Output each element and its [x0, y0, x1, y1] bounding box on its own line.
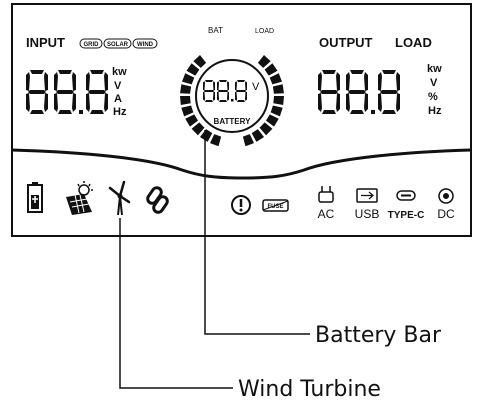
- source-wind-label: WIND: [137, 42, 154, 48]
- ac-port-label: AC: [318, 207, 335, 221]
- input-unit-hz: Hz: [113, 106, 127, 118]
- ring-load-label: LOAD: [255, 28, 274, 35]
- output-unit-kw: kw: [427, 63, 442, 75]
- link-chain-icon: [146, 186, 169, 214]
- output-units: kw V % Hz: [427, 63, 442, 117]
- battery-bar-segment-left: [199, 129, 213, 142]
- panel-divider: [11, 148, 472, 180]
- battery-voltage-digits: [203, 80, 247, 102]
- load-bar-segment-right: [242, 134, 254, 147]
- battery-bar-callout: Battery Bar: [315, 323, 442, 348]
- wind-turbine-callout: Wind Turbine: [238, 377, 381, 402]
- output-unit-percent: %: [428, 91, 438, 103]
- battery-bar-segment-left: [181, 105, 194, 117]
- fuse-label: FUSE: [267, 204, 283, 210]
- output-unit-hz: Hz: [428, 105, 442, 117]
- input-unit-v: V: [114, 80, 122, 92]
- ring-inner-circle: [195, 59, 269, 133]
- load-bar-segment-right: [264, 63, 278, 76]
- battery-bar-segment-left: [191, 122, 205, 136]
- ring-bat-label: BAT: [208, 26, 223, 35]
- battery-bar-segment-left: [180, 84, 192, 94]
- load-bar-segment-right: [257, 55, 271, 68]
- load-bar-segment-right: [273, 96, 284, 106]
- load-bar-segment-right: [269, 73, 282, 85]
- output-unit-v: V: [430, 77, 438, 89]
- battery-bar-ring: [180, 55, 284, 147]
- load-bar-segment-right: [259, 122, 273, 136]
- load-bar-segment-right: [251, 129, 265, 142]
- lcd-frame: [11, 3, 472, 237]
- battery-charge-icon: [27, 182, 43, 213]
- solar-panel-icon: [66, 181, 93, 215]
- source-grid-label: GRID: [84, 42, 100, 48]
- battery-label: BATTERY: [214, 117, 252, 126]
- wind-turbine-leader: [119, 218, 233, 389]
- battery-bar-segment-left: [185, 114, 199, 127]
- exclamation-circle-icon: [231, 195, 251, 215]
- input-units: kw V A Hz: [112, 66, 127, 118]
- usb-port-label: USB: [355, 207, 380, 221]
- type-c-port-label: TYPE-C: [388, 210, 425, 221]
- battery-bar-leader: [204, 130, 310, 335]
- load-bar-segment-right: [270, 105, 283, 117]
- input-digits-display: [26, 70, 108, 114]
- ac-outlet-icon: [318, 186, 334, 203]
- input-title: INPUT: [26, 35, 65, 50]
- battery-bar-segment-left: [180, 96, 191, 106]
- load-title: LOAD: [395, 35, 432, 50]
- battery-bar-segment-left: [186, 63, 200, 76]
- source-pill-grid: GRID: [79, 38, 103, 49]
- load-bar-segment-right: [272, 84, 284, 94]
- input-unit-a: A: [114, 93, 122, 105]
- dc-port-label: DC: [437, 207, 455, 221]
- battery-bar-segment-left: [210, 134, 222, 147]
- fuse-icon: FUSE: [262, 199, 289, 212]
- battery-bar-segment-left: [182, 73, 195, 85]
- load-bar-segment-right: [265, 114, 279, 127]
- battery-voltage-unit: V: [252, 81, 260, 93]
- source-solar-label: SOLAR: [107, 42, 129, 48]
- source-pill-solar: SOLAR: [103, 38, 132, 49]
- wind-turbine-icon: [108, 180, 131, 216]
- output-digits-display: [318, 70, 400, 114]
- usb-icon: [356, 188, 378, 203]
- output-title: OUTPUT: [319, 35, 373, 50]
- source-pill-wind: WIND: [132, 38, 158, 49]
- dc-port-icon: [438, 188, 454, 204]
- battery-bar-segment-left: [193, 55, 207, 68]
- type-c-icon: [396, 190, 416, 201]
- input-unit-kw: kw: [112, 66, 127, 78]
